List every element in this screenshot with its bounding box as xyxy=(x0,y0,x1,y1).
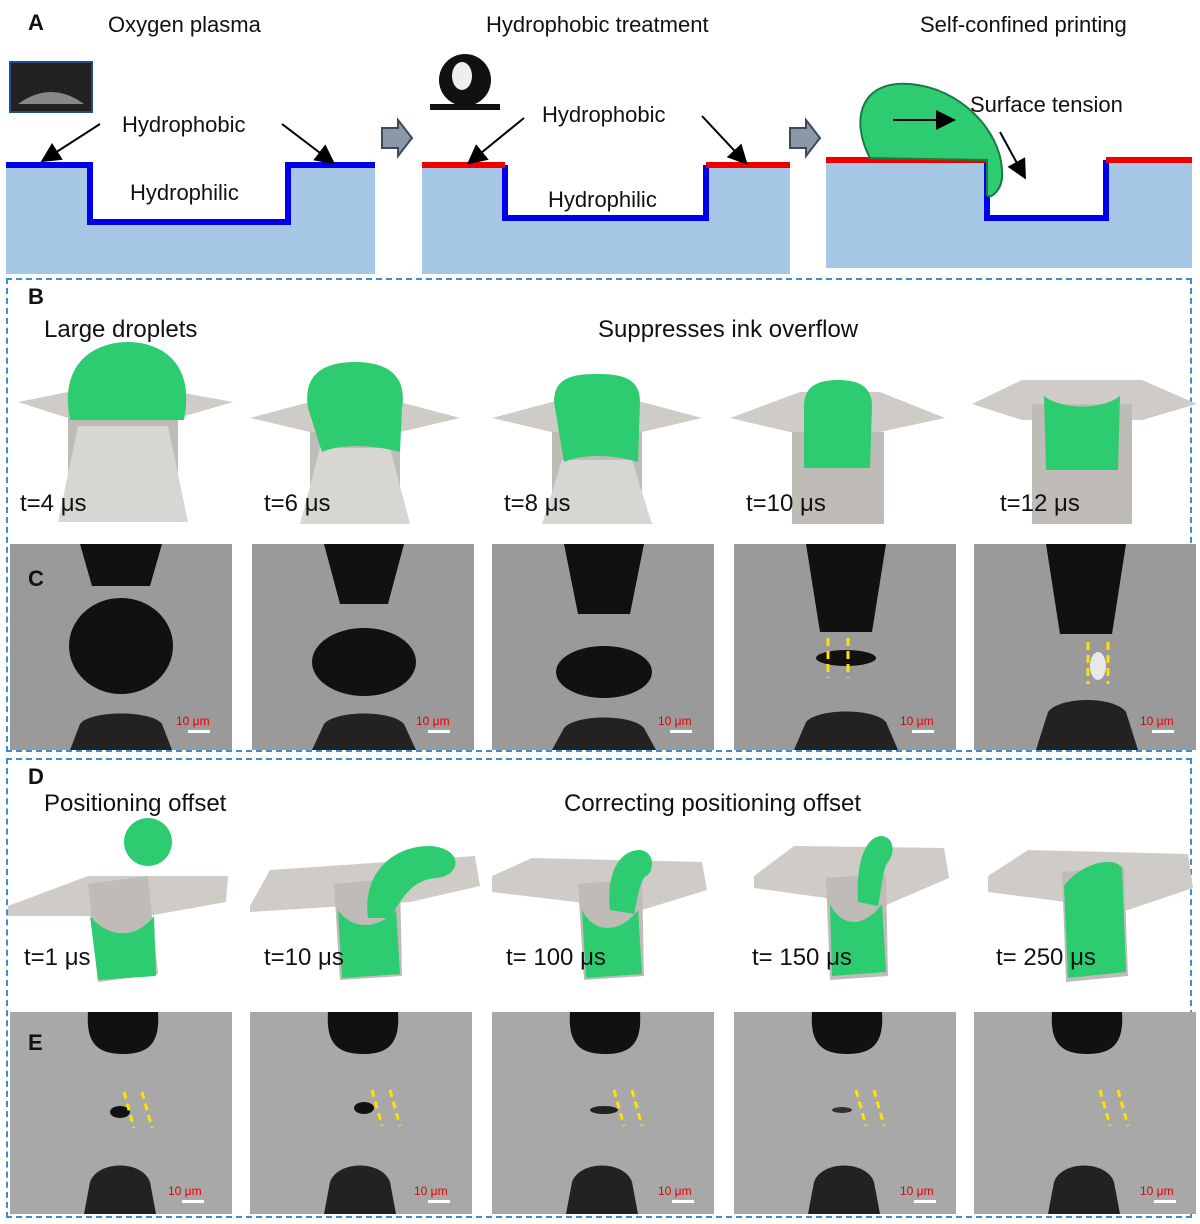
time-b-4: t=10 μs xyxy=(746,490,826,517)
panel-b-label: B xyxy=(28,284,44,309)
panel-d-label: D xyxy=(28,764,44,789)
panel-d-simulations xyxy=(8,818,1193,982)
scale-label-c-5: 10 μm xyxy=(1140,714,1174,728)
time-d-1: t=1 μs xyxy=(24,944,91,971)
positioning-offset-title: Positioning offset xyxy=(44,790,227,817)
sim-d-2 xyxy=(250,846,480,980)
scale-bar-e-3 xyxy=(672,1200,694,1203)
sim-b-2 xyxy=(250,362,460,524)
oxygen-plasma-title: Oxygen plasma xyxy=(108,12,261,37)
scale-bar-c-3 xyxy=(670,730,692,733)
sim-d-3 xyxy=(492,850,707,980)
suppresses-overflow-title: Suppresses ink overflow xyxy=(598,316,859,343)
scale-label-c-3: 10 μm xyxy=(658,714,692,728)
time-b-2: t=6 μs xyxy=(264,490,331,517)
scale-bar-c-1 xyxy=(188,730,210,733)
hydrophilic-label-2: Hydrophilic xyxy=(548,187,657,212)
hydrophobic-treatment-schematic xyxy=(422,54,790,274)
scale-bar-c-2 xyxy=(428,730,450,733)
hydrophobic-treatment-title: Hydrophobic treatment xyxy=(486,12,709,37)
panel-b-simulations xyxy=(18,342,1197,524)
scale-bar-c-5 xyxy=(1152,730,1174,733)
panel-c-label: C xyxy=(28,566,44,591)
sim-b-3 xyxy=(492,374,702,524)
sim-b-4 xyxy=(730,380,945,524)
micrograph-e-5 xyxy=(974,1012,1196,1214)
large-droplets-title: Large droplets xyxy=(44,316,198,343)
sim-b-1 xyxy=(18,342,233,522)
micrograph-c-2 xyxy=(252,544,474,750)
micrograph-c-5 xyxy=(974,544,1196,750)
scale-label-e-3: 10 μm xyxy=(658,1184,692,1198)
time-b-5: t=12 μs xyxy=(1000,490,1080,517)
hydrophobic-label-2: Hydrophobic xyxy=(542,102,666,127)
surface-tension-label: Surface tension xyxy=(970,92,1123,117)
sim-d-1 xyxy=(8,818,228,982)
scale-bar-e-4 xyxy=(914,1200,936,1203)
time-d-5: t= 250 μs xyxy=(996,944,1096,971)
micrograph-c-4 xyxy=(734,544,956,750)
scale-label-e-5: 10 μm xyxy=(1140,1184,1174,1198)
micrograph-e-4 xyxy=(734,1012,956,1214)
sim-d-5 xyxy=(988,850,1193,982)
self-confined-printing-title: Self-confined printing xyxy=(920,12,1127,37)
scale-bar-e-2 xyxy=(428,1200,450,1203)
oxygen-plasma-schematic xyxy=(6,61,375,274)
scale-label-c-1: 10 μm xyxy=(176,714,210,728)
micrograph-e-2 xyxy=(250,1012,472,1214)
time-d-2: t=10 μs xyxy=(264,944,344,971)
hydrophobic-label-1: Hydrophobic xyxy=(122,112,246,137)
micrograph-c-3 xyxy=(492,544,714,750)
time-d-4: t= 150 μs xyxy=(752,944,852,971)
scale-label-e-2: 10 μm xyxy=(414,1184,448,1198)
scale-bar-c-4 xyxy=(912,730,934,733)
micrograph-e-1 xyxy=(10,1012,232,1214)
scale-bar-e-5 xyxy=(1154,1200,1176,1203)
micrograph-e-3 xyxy=(492,1012,714,1214)
time-d-3: t= 100 μs xyxy=(506,944,606,971)
panel-bc-frame xyxy=(6,278,1192,752)
sim-d-4 xyxy=(754,836,949,980)
correcting-offset-title: Correcting positioning offset xyxy=(564,790,862,817)
scale-label-c-2: 10 μm xyxy=(416,714,450,728)
scale-label-e-4: 10 μm xyxy=(900,1184,934,1198)
self-confined-printing-schematic xyxy=(826,82,1192,268)
time-b-1: t=4 μs xyxy=(20,490,87,517)
panel-c-micrographs xyxy=(10,544,1196,750)
panel-a-label: A xyxy=(28,10,44,35)
panel-a-schematics xyxy=(6,54,1192,274)
scale-label-c-4: 10 μm xyxy=(900,714,934,728)
hydrophilic-label-1: Hydrophilic xyxy=(130,180,239,205)
panel-e-label: E xyxy=(28,1030,43,1055)
scale-label-e-1: 10 μm xyxy=(168,1184,202,1198)
panel-e-micrographs xyxy=(10,1012,1196,1214)
panel-de-frame xyxy=(6,758,1192,1218)
sim-b-5 xyxy=(972,380,1197,524)
time-b-3: t=8 μs xyxy=(504,490,571,517)
micrograph-c-1 xyxy=(10,544,232,750)
scale-bar-e-1 xyxy=(182,1200,204,1203)
